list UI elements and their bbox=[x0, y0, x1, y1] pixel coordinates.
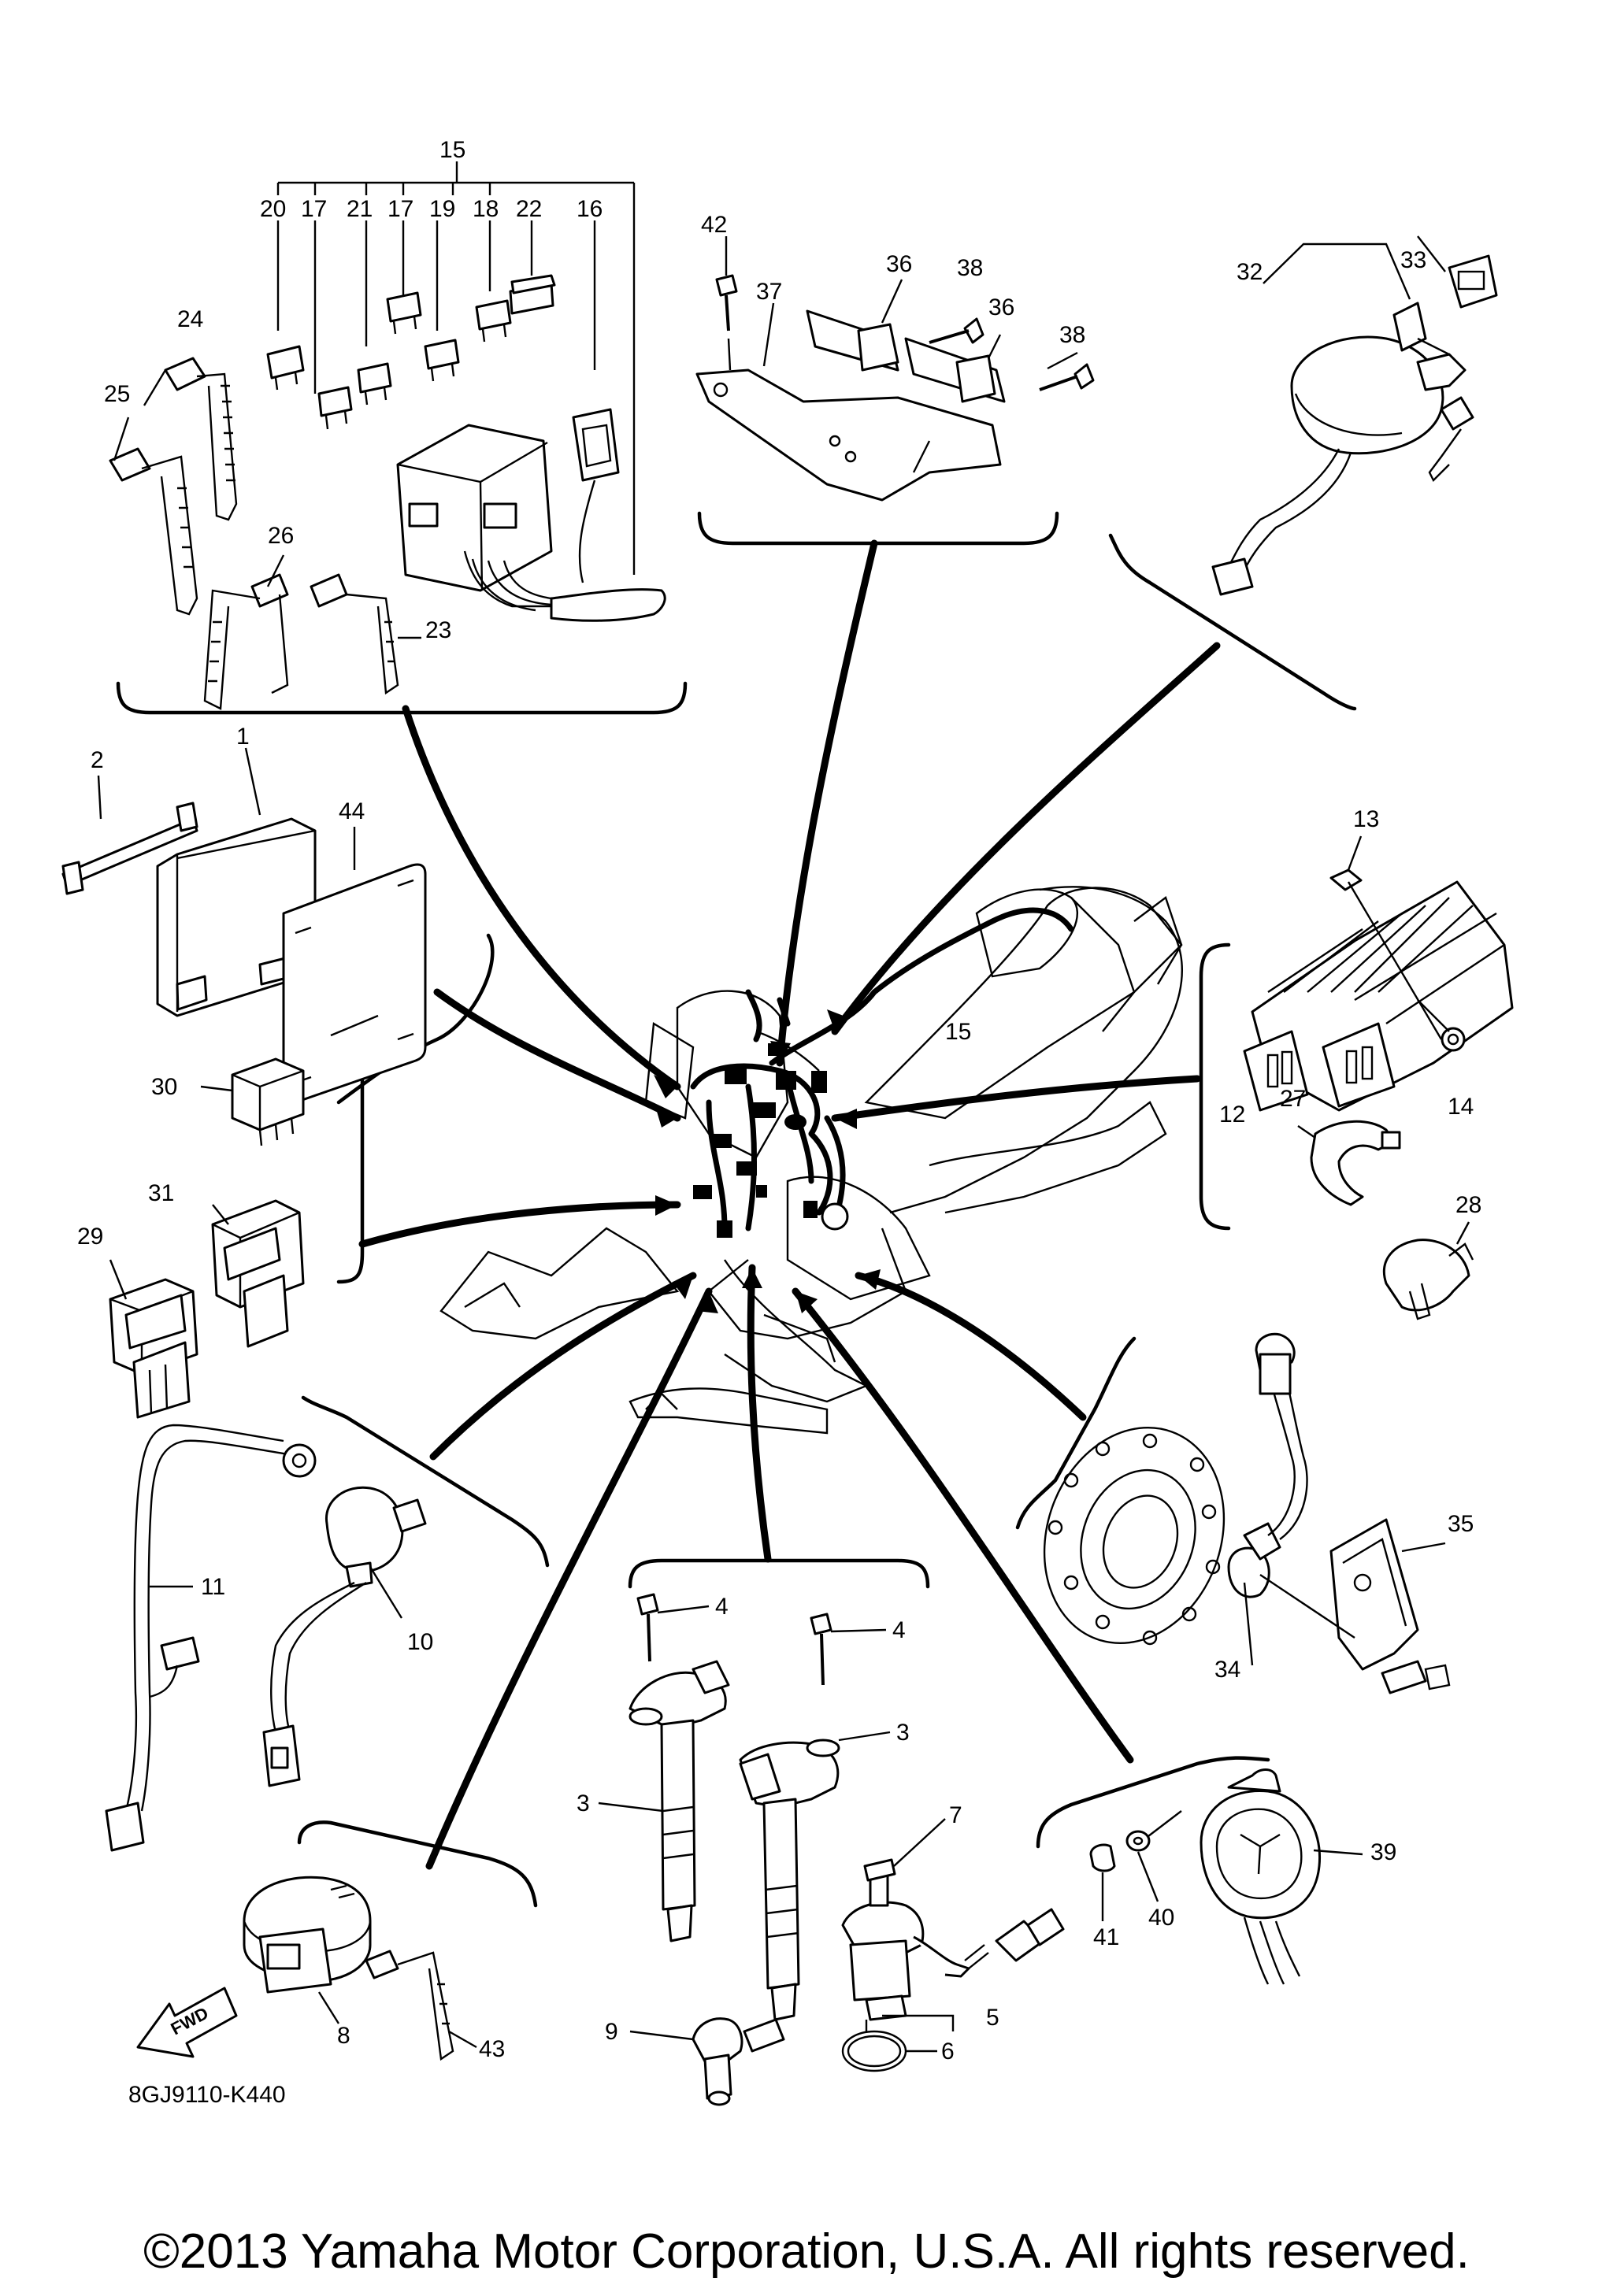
callout-44: 44 bbox=[339, 798, 365, 824]
ecu-group bbox=[61, 747, 427, 1105]
callout-31: 31 bbox=[148, 1180, 174, 1206]
callout-30: 30 bbox=[151, 1074, 177, 1100]
callout-28: 28 bbox=[1455, 1192, 1481, 1218]
callout-40: 40 bbox=[1148, 1905, 1174, 1931]
crank-sensor-group bbox=[1043, 1332, 1451, 1694]
callout-38: 38 bbox=[1059, 322, 1085, 348]
callout-2: 2 bbox=[91, 747, 104, 773]
callout-36: 36 bbox=[988, 294, 1014, 320]
callout-4: 4 bbox=[715, 1594, 729, 1620]
ignition-coil-group bbox=[598, 1593, 1065, 2072]
rectifier-group bbox=[1243, 835, 1514, 1320]
callout-27: 27 bbox=[1280, 1086, 1306, 1112]
callout-1: 1 bbox=[236, 724, 250, 750]
callout-15: 15 bbox=[439, 137, 465, 163]
relay-group bbox=[109, 1057, 305, 1419]
main-wire-harness bbox=[690, 907, 1074, 1238]
callout-38: 38 bbox=[957, 255, 983, 281]
callout-20: 20 bbox=[260, 196, 286, 222]
callout-32: 32 bbox=[1237, 259, 1263, 285]
sensor-39-group bbox=[1089, 1768, 1363, 1985]
callout-17: 17 bbox=[387, 196, 413, 222]
callout-8: 8 bbox=[337, 2023, 350, 2049]
leader-lines bbox=[358, 539, 1221, 1870]
callout-37: 37 bbox=[756, 279, 782, 305]
callout-labels: 15 20 17 21 17 19 18 22 16 24 25 26 23 4… bbox=[77, 137, 1481, 2065]
callout-19: 19 bbox=[429, 196, 455, 222]
pressure-sensor-group bbox=[243, 1876, 785, 2106]
callout-35: 35 bbox=[1448, 1511, 1474, 1537]
callout-33: 33 bbox=[1400, 247, 1426, 273]
callout-39: 39 bbox=[1370, 1839, 1396, 1865]
callout-41: 41 bbox=[1093, 1924, 1119, 1950]
sensor-cable-group bbox=[105, 1424, 427, 1852]
forward-direction-arrow: FWD bbox=[136, 1987, 238, 2058]
callout-3: 3 bbox=[577, 1791, 590, 1816]
callout-29: 29 bbox=[77, 1224, 103, 1250]
callout-42: 42 bbox=[701, 212, 727, 238]
callout-17: 17 bbox=[301, 196, 327, 222]
callout-16: 16 bbox=[577, 196, 603, 222]
callout-43: 43 bbox=[479, 2036, 505, 2062]
callout-23: 23 bbox=[425, 617, 451, 643]
callout-11: 11 bbox=[201, 1574, 225, 1600]
fuse-group-15 bbox=[109, 161, 666, 710]
diagram-part-code: 8GJ9110-K440 bbox=[128, 2082, 286, 2108]
callout-15: 15 bbox=[945, 1019, 971, 1045]
callout-3: 3 bbox=[896, 1720, 910, 1746]
callout-7: 7 bbox=[949, 1802, 962, 1828]
copyright-notice: ©2013 Yamaha Motor Corporation, U.S.A. A… bbox=[143, 2224, 1470, 2279]
callout-26: 26 bbox=[268, 523, 294, 549]
main-switch-group bbox=[1211, 235, 1498, 596]
callout-18: 18 bbox=[473, 196, 499, 222]
callout-36: 36 bbox=[886, 251, 912, 277]
callout-4: 4 bbox=[892, 1617, 906, 1643]
callout-13: 13 bbox=[1353, 806, 1379, 832]
callout-34: 34 bbox=[1214, 1657, 1240, 1683]
callout-21: 21 bbox=[347, 196, 373, 222]
callout-5: 5 bbox=[986, 2005, 999, 2031]
callout-14: 14 bbox=[1448, 1094, 1474, 1120]
callout-10: 10 bbox=[407, 1629, 433, 1655]
callout-6: 6 bbox=[941, 2039, 955, 2065]
relay-bracket-group bbox=[695, 236, 1095, 502]
callout-25: 25 bbox=[104, 381, 130, 407]
callout-22: 22 bbox=[516, 196, 542, 222]
callout-9: 9 bbox=[605, 2019, 618, 2045]
callout-12: 12 bbox=[1219, 1102, 1245, 1128]
group-brackets bbox=[116, 511, 1357, 1908]
callout-24: 24 bbox=[177, 306, 203, 332]
